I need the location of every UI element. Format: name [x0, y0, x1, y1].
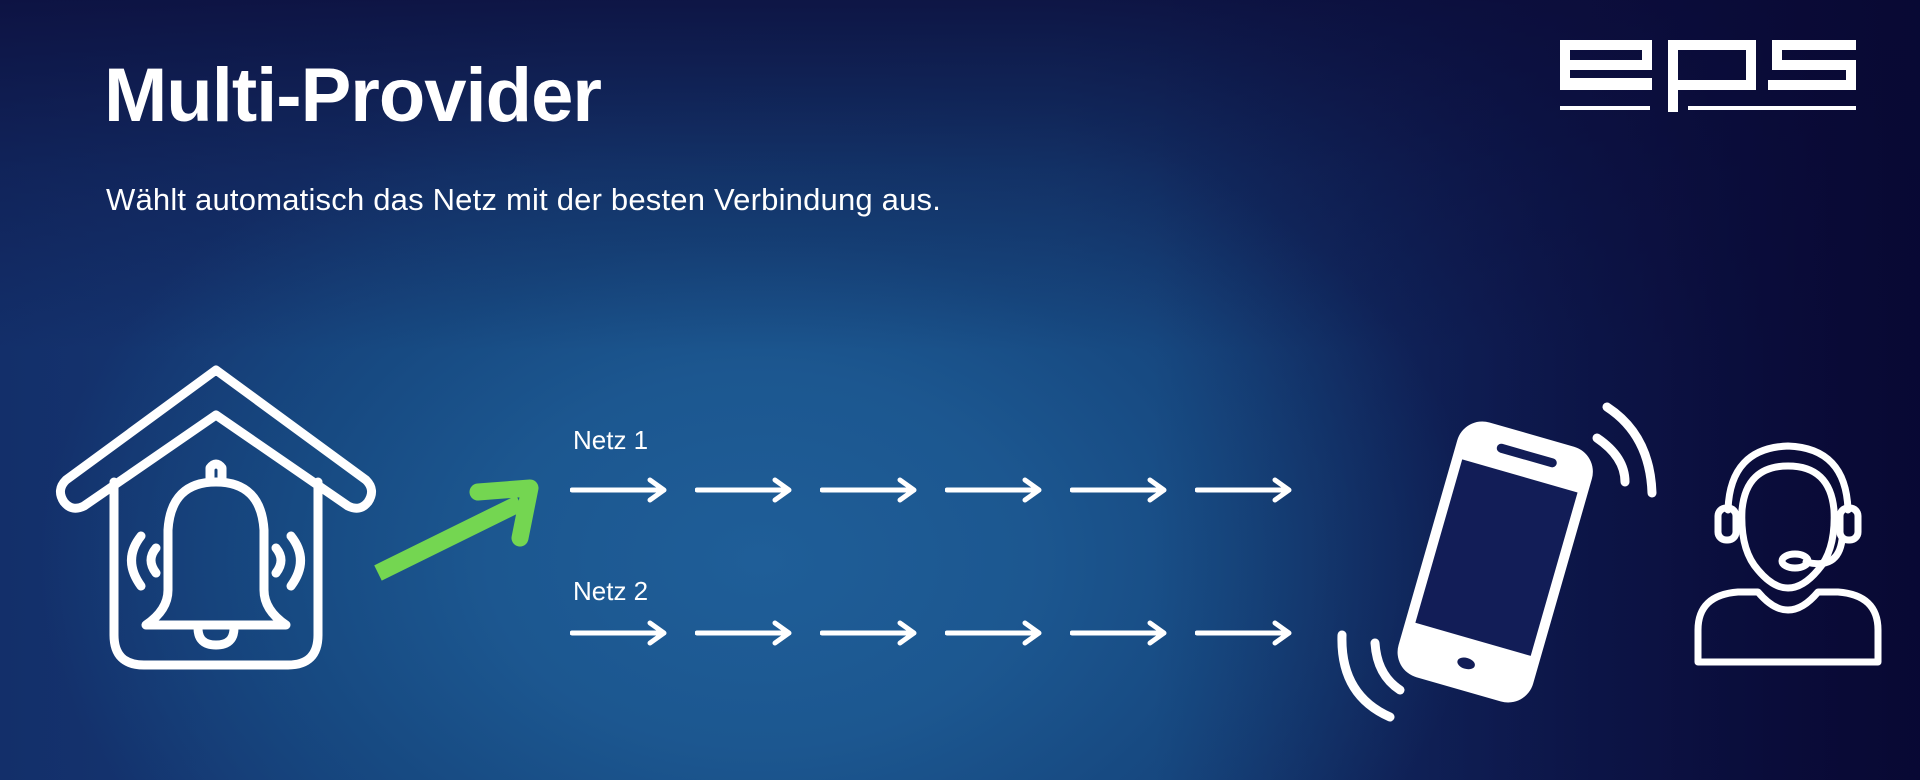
network-label-2: Netz 2: [573, 576, 649, 606]
network-1-arrows: [570, 475, 1295, 505]
right-arrow-icon: [820, 620, 917, 646]
green-diagonal-arrow-icon: [374, 479, 539, 581]
right-arrow-icon: [820, 477, 917, 503]
right-arrow-icon: [570, 477, 667, 503]
eps-logo: [1560, 40, 1856, 112]
right-arrow-icon: [1070, 620, 1167, 646]
network-label-1: Netz 1: [573, 425, 649, 455]
slide-subtitle: Wählt automatisch das Netz mit der beste…: [106, 182, 942, 217]
right-arrow-icon: [1070, 477, 1167, 503]
right-arrow-icon: [695, 620, 792, 646]
slide-title: Multi-Provider: [104, 53, 602, 138]
right-arrow-icon: [1195, 477, 1292, 503]
headset-operator-icon: [1694, 442, 1882, 666]
house-alarm-bell-icon: [56, 365, 376, 670]
right-arrow-icon: [945, 477, 1042, 503]
right-arrow-icon: [1195, 620, 1292, 646]
right-arrow-icon: [570, 620, 667, 646]
network-2-arrows: [570, 618, 1295, 648]
right-arrow-icon: [695, 477, 792, 503]
right-arrow-icon: [945, 620, 1042, 646]
vibrating-smartphone-icon: [1337, 402, 1657, 722]
